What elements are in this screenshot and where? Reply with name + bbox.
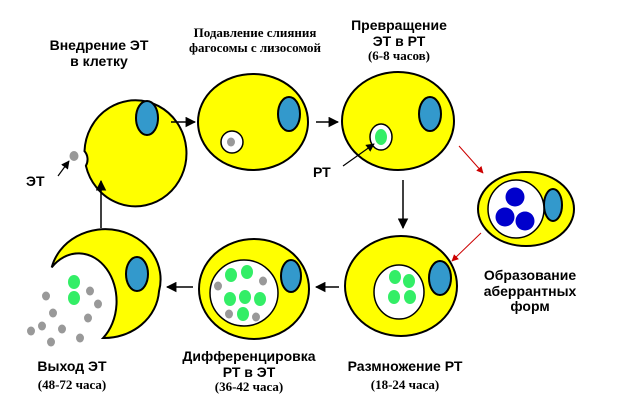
elementary-body [259, 276, 267, 286]
arrow-aberrant-to-multiplication [451, 232, 482, 262]
cell-entry [69, 99, 188, 208]
reticulate-body [239, 290, 251, 304]
cell-transformation-reticulate-body [375, 129, 387, 145]
cell-aberrant-nucleus [543, 188, 563, 222]
label-differentiation: Дифференцировка РТ в ЭТ (36-42 часа) [182, 348, 316, 395]
elementary-body [42, 291, 50, 301]
elementary-body [225, 309, 233, 319]
elementary-body [76, 333, 84, 343]
cell-suppression-elementary-body [227, 137, 235, 147]
reticulate-body [403, 274, 415, 288]
cell-exit [27, 228, 162, 347]
cell-entry-body [83, 99, 188, 208]
elementary-body [49, 308, 57, 318]
label-multiplication: Размножение РТ (18-24 часа) [347, 358, 463, 392]
elementary-body [47, 337, 55, 347]
elementary-body [84, 313, 92, 323]
cell-differentiation [198, 238, 310, 340]
reticulate-body [237, 307, 249, 321]
elementary-body [94, 299, 102, 309]
label-suppression: Подавление слияния фагосомы с лизосомой [189, 25, 321, 55]
reticulate-body [68, 275, 80, 289]
reticulate-body [241, 265, 253, 279]
reticulate-body [388, 290, 400, 304]
cell-multiplication [344, 235, 458, 337]
callout-rt-pointer [342, 143, 375, 167]
reticulate-body [225, 268, 237, 282]
callout-rt-label: РТ [313, 164, 331, 180]
elementary-body [38, 321, 46, 331]
cell-multiplication-nucleus [428, 260, 452, 296]
aberrant-body [515, 211, 535, 231]
cell-suppression-nucleus [277, 96, 301, 132]
label-transformation: Превращение ЭТ в РТ (6-8 часов) [351, 17, 447, 64]
label-exit: Выход ЭТ (48-72 часа) [37, 358, 107, 392]
aberrant-body [505, 187, 525, 207]
elementary-body [27, 326, 35, 336]
label-entry: Внедрение ЭТ в клетку [49, 37, 149, 69]
reticulate-body [224, 292, 236, 306]
cell-exit-nucleus [125, 256, 149, 292]
reticulate-body [389, 270, 401, 284]
callout-et-label: ЭТ [26, 173, 45, 189]
reticulate-body [68, 291, 80, 305]
elementary-body [58, 324, 66, 334]
label-aberrant: Образование аберрантных форм [483, 267, 577, 315]
elementary-body [252, 312, 260, 322]
elementary-body [86, 286, 94, 296]
cell-entry-elementary-body [69, 151, 79, 161]
reticulate-body [404, 290, 416, 304]
reticulate-body [254, 292, 266, 306]
aberrant-body [495, 207, 515, 227]
elementary-body [214, 281, 222, 291]
cell-suppression [197, 73, 309, 171]
cell-exit-body [50, 228, 162, 340]
cell-differentiation-nucleus [280, 259, 302, 293]
cell-transformation-nucleus [418, 96, 442, 132]
callout-et-pointer [57, 160, 70, 177]
cell-entry-nucleus [135, 100, 159, 136]
arrow-transformation-to-aberrant [458, 145, 484, 174]
cell-aberrant [477, 171, 575, 247]
